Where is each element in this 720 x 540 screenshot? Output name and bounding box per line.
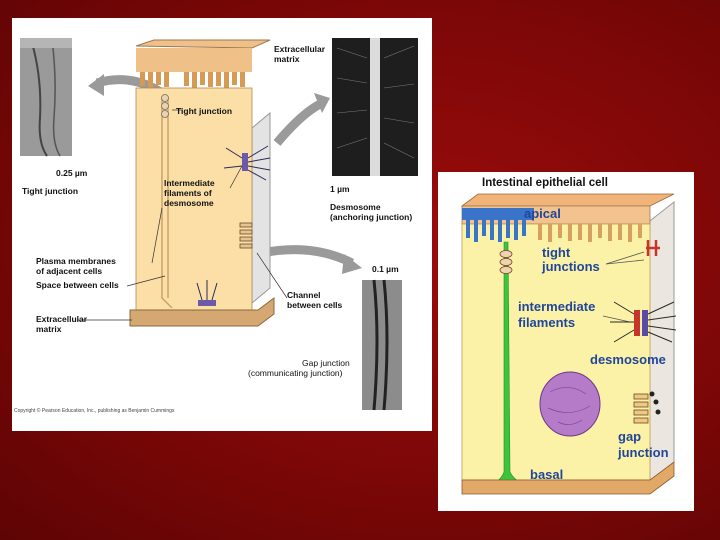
caption-desmosome-2: (anchoring junction): [330, 212, 412, 222]
label-intermediate-1: Intermediate: [164, 178, 215, 188]
scale-bar-desmosome: 1 µm: [330, 184, 350, 194]
label-ecm-bottom-1: Extracellular: [36, 314, 87, 324]
label-intermediate-1-right: intermediate: [518, 300, 595, 314]
caption-gap-2: (communicating junction): [248, 368, 342, 378]
label-channel-1: Channel: [287, 290, 321, 300]
label-plasma-2: of adjacent cells: [36, 266, 102, 276]
copyright-text: Copyright © Pearson Education, Inc., pub…: [14, 408, 174, 414]
label-intermediate-3: desmosome: [164, 198, 214, 208]
left-figure-panel: 0.25 µm Tight junction Extracellular mat…: [12, 18, 432, 431]
caption-tight-junction: Tight junction: [22, 186, 78, 196]
label-intermediate-2-right: filaments: [518, 316, 575, 330]
label-apical: apical: [524, 207, 561, 221]
label-ecm-top-2: matrix: [274, 54, 300, 64]
arrow-to-desmosome: [277, 103, 322, 143]
label-tight-2: junctions: [542, 260, 600, 274]
label-gap-1-right: gap: [618, 430, 641, 444]
label-plasma-1: Plasma membranes: [36, 256, 116, 266]
scale-bar-gap: 0.1 µm: [372, 264, 399, 274]
label-channel-2: between cells: [287, 300, 342, 310]
caption-desmosome-1: Desmosome: [330, 202, 381, 212]
label-tight-1: tight: [542, 246, 570, 260]
caption-gap-1: Gap junction: [302, 358, 350, 368]
label-ecm-bottom-2: matrix: [36, 324, 62, 334]
label-intermediate-2: filaments of: [164, 188, 212, 198]
gap-junction-micrograph: [362, 280, 402, 410]
right-figure-title: Intestinal epithelial cell: [482, 177, 608, 189]
label-basal: basal: [530, 468, 563, 482]
label-desmosome-right: desmosome: [590, 353, 666, 367]
label-ecm-top-1: Extracellular: [274, 44, 325, 54]
label-space-between: Space between cells: [36, 280, 119, 290]
label-tight-junction: Tight junction: [176, 106, 232, 116]
scale-bar-tight: 0.25 µm: [56, 168, 87, 178]
extracellular-matrix-top: [136, 48, 252, 72]
left-illustration: [12, 18, 432, 431]
right-figure-panel: Intestinal epithelial cell apical tight …: [438, 172, 694, 511]
label-gap-2-right: junction: [618, 446, 669, 460]
right-illustration: [438, 172, 694, 511]
arrow-to-gap-junction: [262, 250, 352, 263]
tight-junction-micrograph: [20, 38, 72, 156]
nucleus: [540, 372, 600, 436]
